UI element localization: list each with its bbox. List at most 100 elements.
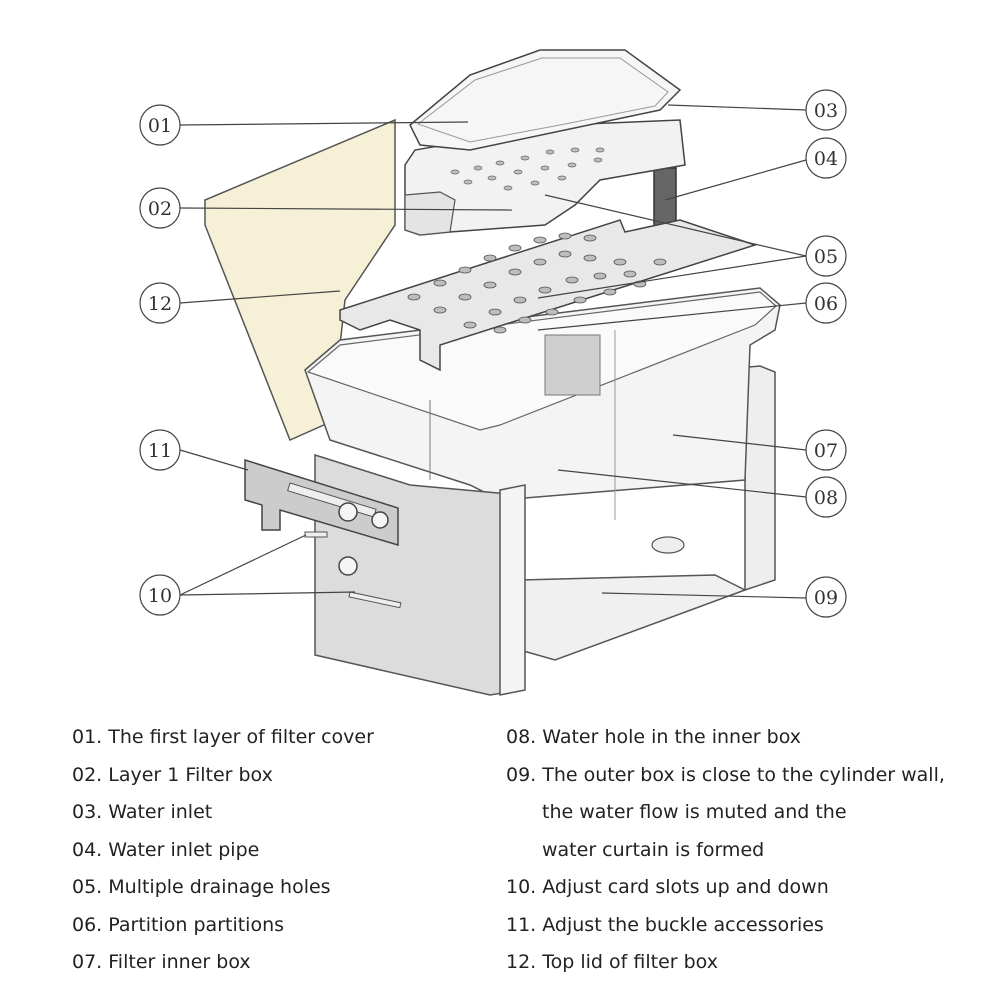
filter-hole xyxy=(595,147,605,153)
callout-label: 12 xyxy=(148,293,172,315)
leader-07 xyxy=(672,434,807,451)
leader-04 xyxy=(664,159,807,201)
filter-hole xyxy=(530,180,540,186)
legend-number: 07. xyxy=(72,951,103,973)
callout-09: 09 xyxy=(805,576,847,618)
filter-hole xyxy=(487,175,497,181)
legend-left-column: 01. The first layer of filter cover 02. … xyxy=(72,722,492,985)
callout-07: 07 xyxy=(805,429,847,471)
leader-01 xyxy=(179,121,469,126)
drainage-hole xyxy=(488,308,502,316)
drainage-hole xyxy=(508,244,522,252)
drainage-hole xyxy=(508,268,522,276)
callout-04: 04 xyxy=(805,137,847,179)
drainage-hole xyxy=(513,296,527,304)
callout-label: 09 xyxy=(814,587,838,609)
callout-circle xyxy=(805,429,847,471)
legend-text: Water hole in the inner box xyxy=(542,726,801,748)
legend-number: 08. xyxy=(506,726,537,748)
callout-circle xyxy=(139,574,181,616)
legend-number: 03. xyxy=(72,801,103,823)
callout-12: 12 xyxy=(139,282,181,324)
legend-text: water curtain is formed xyxy=(542,838,765,861)
leader-08 xyxy=(557,469,807,498)
leader-09 xyxy=(601,592,807,599)
legend-item-09-continued: the water flow is muted and the xyxy=(506,797,986,835)
legend-item-02: 02. Layer 1 Filter box xyxy=(72,760,492,798)
drainage-hole xyxy=(483,281,497,289)
legend-number: 04. xyxy=(72,838,103,861)
filter-hole xyxy=(540,165,550,171)
legend-text: Adjust the buckle accessories xyxy=(542,913,824,936)
drainage-hole xyxy=(613,258,627,266)
drainage-hole xyxy=(518,316,532,324)
legend-text: Filter inner box xyxy=(108,951,251,973)
card-slot-lower xyxy=(348,591,402,609)
filter-box-holes xyxy=(450,147,605,191)
filter-hole xyxy=(463,179,473,185)
buckle-knob-2 xyxy=(371,511,389,529)
callout-label: 07 xyxy=(814,440,838,462)
legend-right-column: 08. Water hole in the inner box 09. The … xyxy=(506,722,986,985)
leader-lines xyxy=(179,104,807,599)
drainage-hole xyxy=(558,250,572,258)
legend-item-01: 01. The first layer of filter cover xyxy=(72,722,492,760)
filter-hole xyxy=(570,147,580,153)
legend-item-08: 08. Water hole in the inner box xyxy=(506,722,986,760)
partition-wall xyxy=(544,334,601,396)
callout-02: 02 xyxy=(139,187,181,229)
leader-10a xyxy=(179,534,307,596)
callout-circle xyxy=(805,137,847,179)
callout-06: 06 xyxy=(805,282,847,324)
drainage-hole xyxy=(583,234,597,242)
filter-hole xyxy=(513,169,523,175)
legend-text: The outer box is close to the cylinder w… xyxy=(542,763,945,786)
callout-circle xyxy=(139,282,181,324)
callout-01: 01 xyxy=(139,104,181,146)
drainage-hole xyxy=(483,254,497,262)
callout-label: 05 xyxy=(814,246,838,268)
drainage-hole xyxy=(603,288,617,296)
filter-hole xyxy=(557,175,567,181)
legend-number: 02. xyxy=(72,763,103,786)
legend-text: Multiple drainage holes xyxy=(108,876,331,898)
outer-box-front-edge xyxy=(499,484,526,696)
legend-item-03: 03. Water inlet xyxy=(72,797,492,835)
legend-number: 11. xyxy=(506,913,537,936)
leader-05b xyxy=(537,255,807,299)
callout-label: 03 xyxy=(814,100,838,122)
callout-label: 11 xyxy=(148,440,172,462)
drainage-hole xyxy=(583,254,597,262)
callout-11: 11 xyxy=(139,429,181,471)
drainage-hole xyxy=(565,276,579,284)
drainage-hole xyxy=(458,266,472,274)
callout-label: 01 xyxy=(148,115,172,137)
filter-hole xyxy=(520,155,530,161)
legend-item-09-continued: water curtain is formed xyxy=(506,835,986,873)
filter-hole xyxy=(495,160,505,166)
drain-fitting xyxy=(651,536,685,554)
legend-item-10: 10. Adjust card slots up and down xyxy=(506,872,986,910)
drainage-hole xyxy=(533,258,547,266)
callout-circle xyxy=(805,235,847,277)
callout-label: 08 xyxy=(814,487,838,509)
filter-hole xyxy=(545,149,555,155)
leader-12 xyxy=(179,290,341,304)
buckle-knob xyxy=(338,502,358,522)
legend-number: 09. xyxy=(506,763,537,786)
legend-text: Adjust card slots up and down xyxy=(542,876,829,898)
drainage-hole xyxy=(653,258,667,266)
callout-circle xyxy=(139,429,181,471)
callout-circle xyxy=(139,104,181,146)
legend-number: 06. xyxy=(72,913,103,936)
leader-03 xyxy=(667,104,807,111)
filter-cover xyxy=(409,49,682,151)
drainage-hole xyxy=(493,326,507,334)
legend-item-06: 06. Partition partitions xyxy=(72,910,492,948)
legend-text: The first layer of filter cover xyxy=(108,726,374,748)
outer-box-bottom xyxy=(519,574,747,661)
drainage-holes xyxy=(407,232,667,334)
leader-11 xyxy=(179,449,249,471)
callout-circle xyxy=(139,187,181,229)
callout-08: 08 xyxy=(805,476,847,518)
